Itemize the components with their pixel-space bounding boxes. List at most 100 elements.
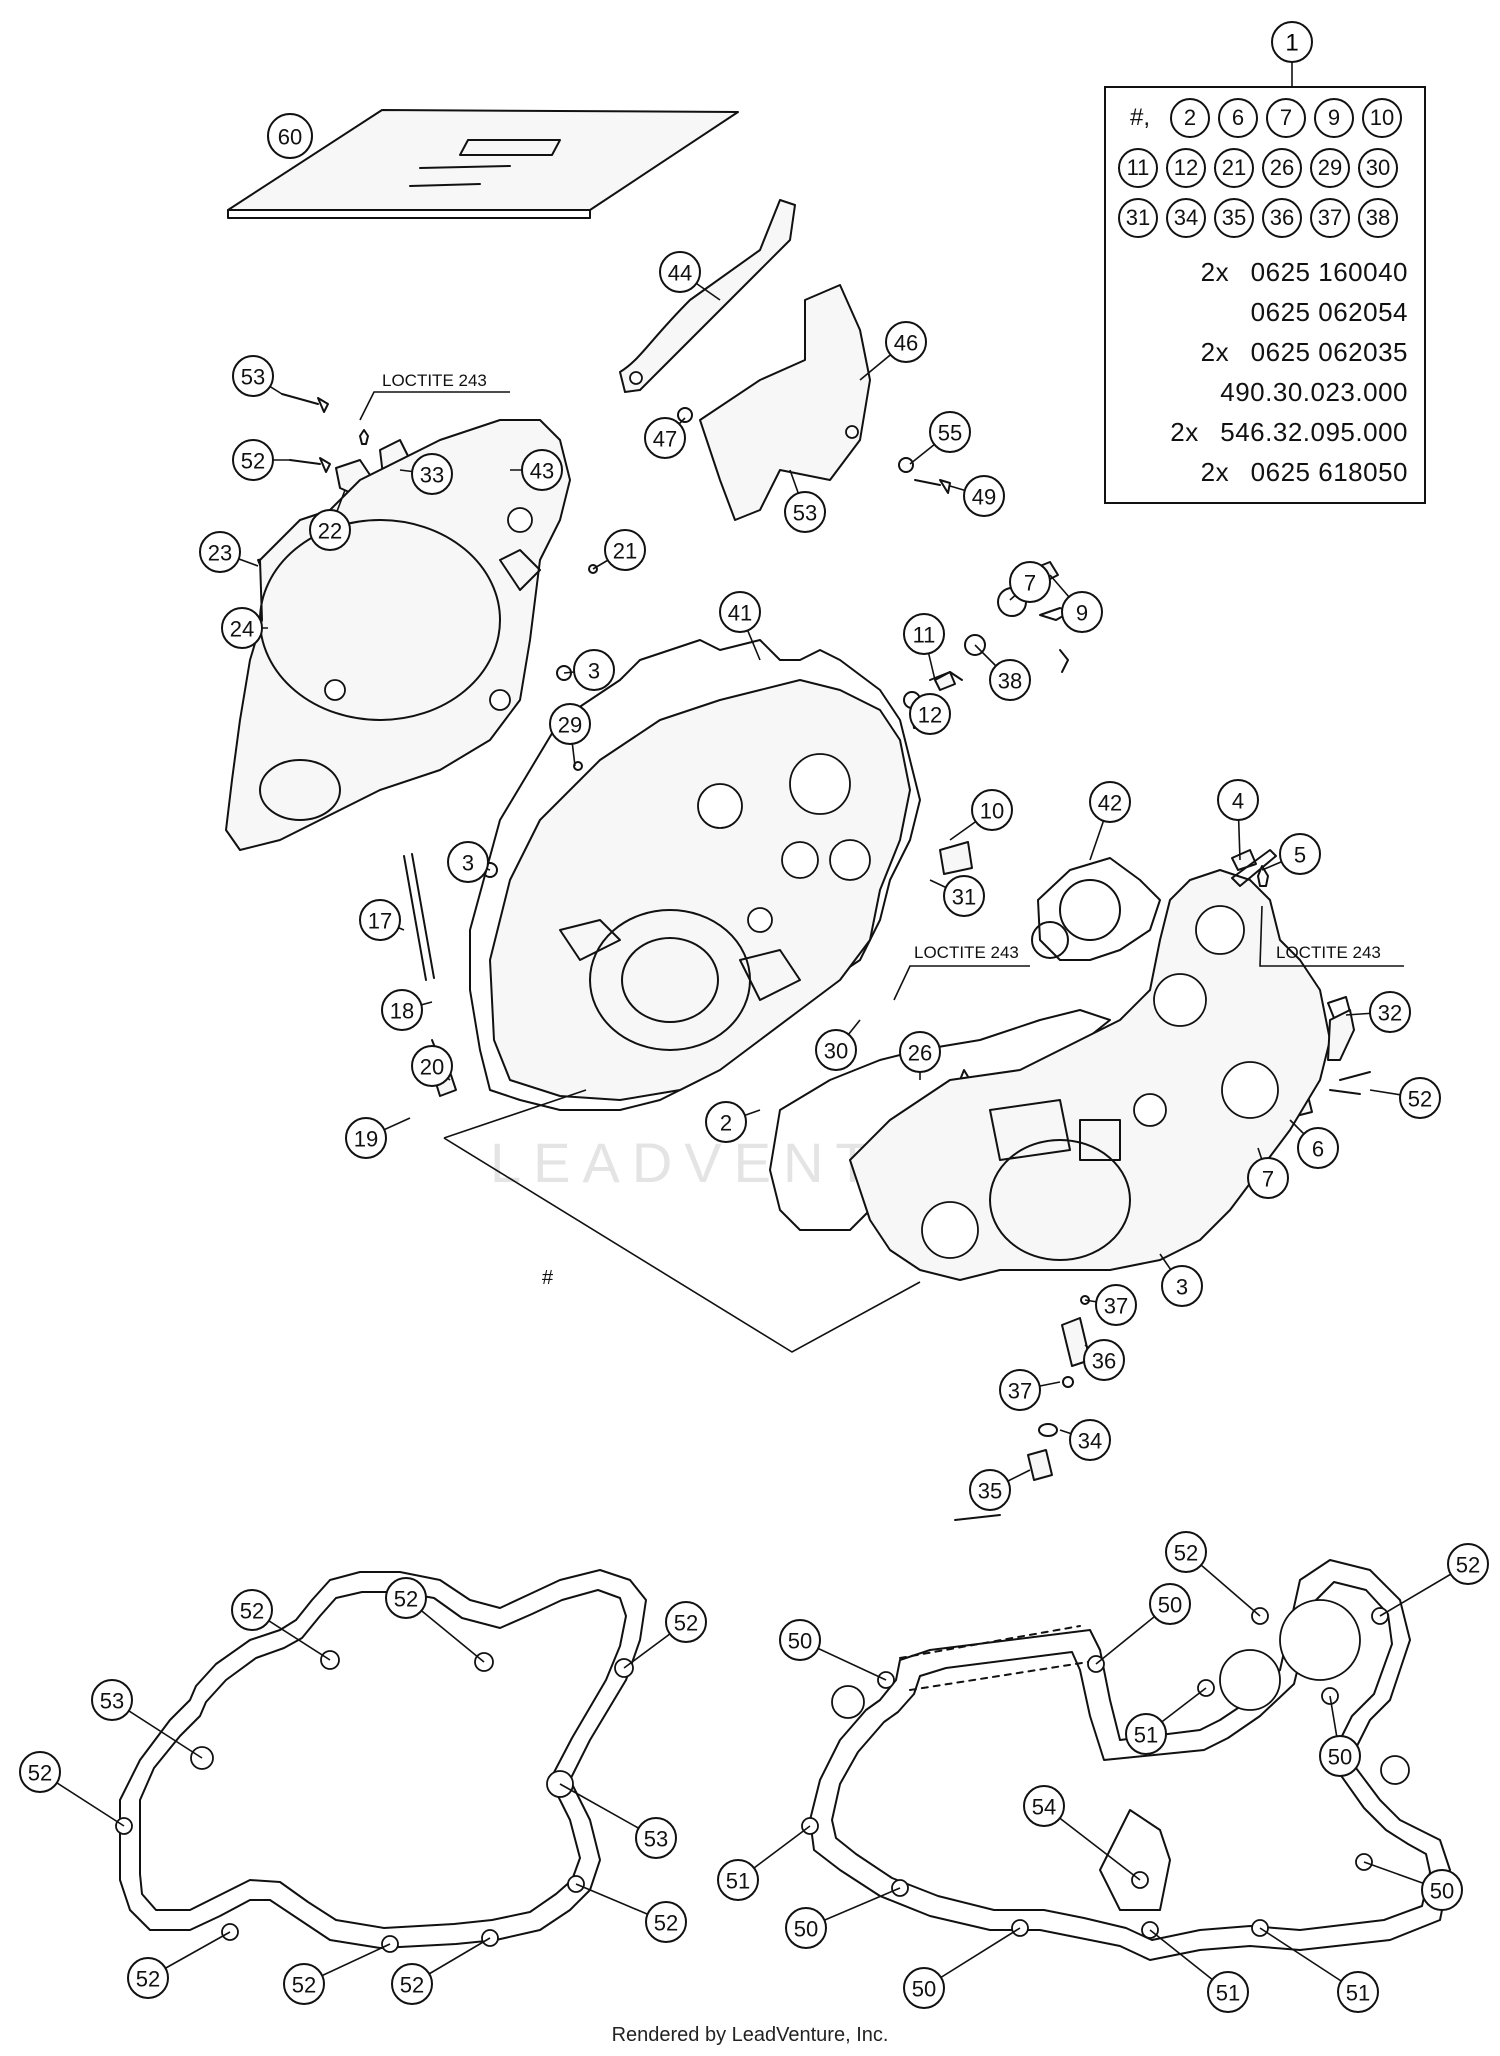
callout-circle <box>604 529 646 571</box>
callout-circle <box>1023 1785 1065 1827</box>
kit-part-line: 0625 062054 <box>1106 292 1408 332</box>
callout-g1_52d: 52 <box>19 1751 125 1827</box>
callout-19: 19 <box>345 1117 411 1159</box>
callout-9: 9 <box>1049 574 1103 633</box>
callout-number: 54 <box>1032 1795 1056 1820</box>
callout-number: 12 <box>918 703 942 728</box>
callout-number: 50 <box>788 1629 812 1654</box>
kit-item: 21 <box>1214 148 1254 188</box>
callout-circle <box>963 475 1005 517</box>
callout-43: 43 <box>510 449 563 491</box>
kit-outline <box>443 1089 921 1353</box>
callout-circle <box>1061 591 1103 633</box>
callout-circle <box>573 649 615 691</box>
callout-23: 23 <box>199 531 259 573</box>
callout-circle <box>283 1963 325 2005</box>
kit-item: 9 <box>1314 98 1354 138</box>
callout-circle <box>411 453 453 495</box>
callout-number: 50 <box>1328 1745 1352 1770</box>
callout-number: 11 <box>913 623 936 648</box>
loctite-note-3: LOCTITE 243 <box>1276 943 1381 962</box>
callout-number: 20 <box>420 1055 444 1080</box>
callout-circle <box>231 1589 273 1631</box>
callout-circle <box>359 899 401 941</box>
kit-part-qty: 2x <box>1200 337 1230 367</box>
callout-number: 37 <box>1104 1294 1128 1319</box>
callout-circle <box>1421 1869 1463 1911</box>
kit-row-1: 11 12 21 26 29 30 <box>1106 148 1424 188</box>
callout-circle <box>345 1117 387 1159</box>
callout-circle <box>989 659 1031 701</box>
part-42-gasket <box>1031 857 1161 961</box>
callout-circle <box>969 1469 1011 1511</box>
callout-circle <box>665 1601 707 1643</box>
callout-60: 60 <box>267 113 313 159</box>
callout-number: 42 <box>1098 791 1122 816</box>
callout-55: 55 <box>909 411 971 465</box>
callout-number: 17 <box>368 909 392 934</box>
callout-36: 36 <box>1083 1339 1125 1381</box>
callout-g1_52a: 52 <box>231 1589 331 1661</box>
callout-number: 26 <box>908 1041 932 1066</box>
callout-number: 52 <box>1456 1553 1480 1578</box>
callout-number: 3 <box>462 851 474 876</box>
part-41-gasket <box>469 639 921 1111</box>
callout-number: 50 <box>1158 1593 1182 1618</box>
callout-42: 42 <box>1089 781 1131 861</box>
callout-22: 22 <box>309 489 351 551</box>
callout-g2_52a: 52 <box>1165 1531 1261 1617</box>
callout-g2_50f: 50 <box>903 1927 1021 2009</box>
kit-hash: #, <box>1129 104 1150 131</box>
callout-24: 24 <box>221 607 268 649</box>
kit-row-2: 31 34 35 36 37 38 <box>1106 198 1424 238</box>
callout-circle <box>1337 1971 1379 2013</box>
callout-33: 33 <box>399 453 453 495</box>
callout-g2_51a: 51 <box>1125 1687 1207 1755</box>
kit-item: 30 <box>1358 148 1398 188</box>
kit-part-code: 0625 062054 <box>1250 297 1408 327</box>
callout-g1_53a: 53 <box>91 1679 203 1759</box>
callout-circle <box>267 113 313 159</box>
loctite-note-1: LOCTITE 243 <box>382 371 487 390</box>
callout-circle <box>199 531 241 573</box>
callout-circle <box>381 989 423 1031</box>
callout-number: 21 <box>613 539 637 564</box>
callout-number: 46 <box>894 331 918 356</box>
callout-number: 36 <box>1092 1349 1116 1374</box>
callout-circle <box>659 251 701 293</box>
callout-number: 38 <box>998 669 1022 694</box>
callout-number: 52 <box>654 1911 678 1936</box>
kit-row-0: #, 2 6 7 9 10 <box>1106 98 1424 138</box>
callout-circle <box>549 703 591 745</box>
kit-item: 37 <box>1310 198 1350 238</box>
callout-circle <box>1165 1531 1207 1573</box>
callout-32: 32 <box>1345 991 1411 1033</box>
crankcase-right-half <box>849 869 1331 1281</box>
callout-circle <box>899 1031 941 1073</box>
callout-circle <box>903 1967 945 2009</box>
kit-item: 36 <box>1262 198 1302 238</box>
part-60-manual <box>227 109 739 219</box>
callout-circle <box>1217 779 1259 821</box>
callout-circle <box>1279 833 1321 875</box>
callout-number: 50 <box>912 1977 936 2002</box>
callout-37b: 37 <box>999 1369 1061 1411</box>
callout-47: 47 <box>644 417 686 459</box>
callout-number: 53 <box>644 1827 668 1852</box>
callout-52b: 52 <box>1369 1077 1441 1119</box>
callout-g2_51d: 51 <box>1259 1927 1379 2013</box>
callout-number: 53 <box>793 501 817 526</box>
callout-number: 4 <box>1232 789 1244 814</box>
callout-46: 46 <box>859 321 927 381</box>
callout-circle <box>19 1751 61 1793</box>
callout-circle <box>999 1369 1041 1411</box>
callout-number: 41 <box>728 601 752 626</box>
callout-3a: 3 <box>563 649 615 691</box>
callout-41: 41 <box>719 591 761 661</box>
callout-g1_52b: 52 <box>385 1577 485 1663</box>
callout-g2_52b: 52 <box>1379 1543 1489 1617</box>
callout-circle <box>784 491 826 533</box>
callout-circle <box>1247 1157 1289 1199</box>
callout-circle <box>91 1679 133 1721</box>
callout-circle <box>1083 1339 1125 1381</box>
